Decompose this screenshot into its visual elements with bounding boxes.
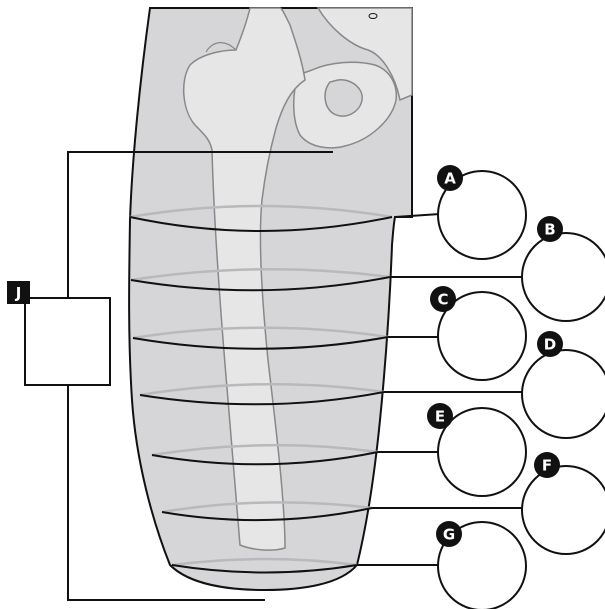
marker-a: A [437, 165, 463, 191]
j-answer-box[interactable] [25, 298, 110, 385]
answer-circle-f[interactable] [522, 466, 605, 554]
marker-g-label: G [443, 526, 455, 544]
answer-circle-d[interactable] [522, 350, 605, 438]
marker-a-label: A [444, 170, 456, 188]
marker-f-label: F [542, 457, 552, 475]
j-label: J [15, 284, 22, 302]
marker-c: C [430, 286, 456, 312]
marker-e: E [427, 403, 453, 429]
marker-g: G [436, 521, 462, 547]
answer-circle-b[interactable] [522, 233, 605, 321]
marker-f: F [534, 452, 560, 478]
marker-e-label: E [435, 408, 445, 426]
marker-b-label: B [544, 221, 555, 239]
obturator-foramen [325, 80, 362, 116]
marker-d-label: D [544, 336, 556, 354]
marker-b: B [537, 216, 563, 242]
marker-c-label: C [437, 291, 448, 309]
marker-d: D [537, 331, 563, 357]
